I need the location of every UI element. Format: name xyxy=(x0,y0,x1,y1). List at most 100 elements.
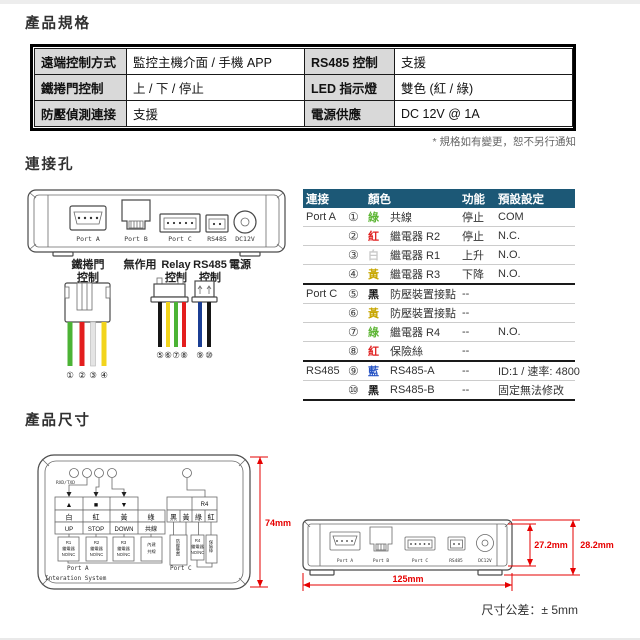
relay-box-text: 繼電器 xyxy=(191,543,204,550)
function-label: 控制 xyxy=(165,270,187,284)
side-port-label-c: Port C xyxy=(412,558,429,564)
action-cell: DOWN xyxy=(115,527,134,533)
relay-box-text: 內建 xyxy=(147,541,156,548)
dim-125mm: 125mm xyxy=(302,573,513,591)
pin-number: ③ xyxy=(89,370,97,380)
wire-color-cell: 黑 xyxy=(170,514,177,522)
dim-27-2mm: 27.2mm xyxy=(508,523,568,567)
tolerance-note: 尺寸公差：± 5mm xyxy=(481,603,578,617)
spec-row: 鐵捲門控制 上 / 下 / 停止 LED 指示燈 雙色 (紅 / 綠) xyxy=(34,74,573,101)
connector-c-wires xyxy=(198,302,211,347)
connector-a-plug xyxy=(64,282,111,323)
port-label-rs485: RS485 xyxy=(207,235,227,243)
function-label: 電源 xyxy=(229,257,251,271)
fuse-box: 保險絲 xyxy=(208,539,214,553)
connector-b-wires xyxy=(158,302,186,347)
conn-row: ⑩ 黑 RS485-B--固定無法修改 xyxy=(303,380,575,400)
side-port-label-dc12v: DC12V xyxy=(478,558,492,564)
pin-number: ① xyxy=(66,370,74,380)
action-cell: UP xyxy=(65,527,73,533)
page-bottom-edge xyxy=(0,638,640,640)
spec-key-cell: RS485 控制 xyxy=(304,48,395,75)
pin-number: ⑧ xyxy=(180,350,188,360)
relay-box-text: 共線 xyxy=(147,548,156,555)
conn-row: ⑧ 紅 保險絲-- xyxy=(303,341,575,361)
connector-a-wires xyxy=(67,321,107,367)
wire-color-cell: 黃 xyxy=(183,513,190,522)
spec-value-cell: 支援 xyxy=(126,100,305,127)
action-cell: 共線 xyxy=(145,525,157,533)
dim-label-125mm: 125mm xyxy=(392,574,423,584)
conn-header-row: 連接 顏色 功能 預設設定 xyxy=(303,189,575,208)
spec-key-cell: LED 指示燈 xyxy=(304,74,395,101)
spec-value-cell: 上 / 下 / 停止 xyxy=(126,74,305,101)
spec-key-cell: 遠端控制方式 xyxy=(34,48,127,75)
side-port-b-icon xyxy=(369,526,393,552)
spec-value-cell: 監控主機介面 / 手機 APP xyxy=(126,48,305,75)
port-c-mini-table: R4 黑 黃 綠 紅 防壓裝置 R4 繼電器 NO/NC 保險絲 Port C xyxy=(166,496,218,572)
action-cell: STOP xyxy=(88,527,104,533)
dim-28-2mm: 28.2mm xyxy=(504,519,614,576)
connector-c-plug xyxy=(191,280,218,303)
relay-box-text: R1 xyxy=(66,540,72,545)
relay-box-text: 繼電器 xyxy=(117,545,130,552)
brand-label: Interation System xyxy=(45,575,107,582)
spec-key-cell: 鐵捲門控制 xyxy=(34,74,127,101)
wire-color-cell: 黃 xyxy=(121,513,128,522)
page-top-edge xyxy=(0,0,640,4)
arrow-down-icon: ▼ xyxy=(121,502,128,509)
port-c-socket-icon xyxy=(159,213,201,233)
spec-row: 遠端控制方式 監控主機介面 / 手機 APP RS485 控制 支援 xyxy=(34,48,573,75)
spec-key-cell: 電源供應 xyxy=(304,100,395,127)
side-rs485-icon xyxy=(447,536,466,551)
port-a-zone-label: Port A xyxy=(67,565,89,572)
spec-value-cell: 雙色 (紅 / 綠) xyxy=(394,74,573,101)
pin-number: ② xyxy=(78,370,86,380)
wire-color-cell: 紅 xyxy=(208,513,215,522)
port-a-mini-table: ▲ ■ ▼ 白 紅 黃 綠 UP STOP DOWN 共線 R1 繼電器 NO/… xyxy=(54,496,166,572)
side-port-label-b: Port B xyxy=(373,558,390,564)
rs485-socket-icon xyxy=(205,214,229,233)
port-label-dc12v: DC12V xyxy=(235,235,255,243)
pin-number: ⑨ xyxy=(196,350,204,360)
wire-color-cell: 綠 xyxy=(195,513,202,522)
relay-box-text: NO/NC xyxy=(62,552,76,557)
pressure-device-box: 防壓裝置 xyxy=(175,538,181,558)
conn-row: ⑥ 黃 防壓裝置接點-- xyxy=(303,303,575,323)
conn-header-conn: 連接 xyxy=(306,193,329,206)
pin-number: ⑤ xyxy=(156,350,164,360)
port-label-b: Port B xyxy=(124,235,148,243)
side-port-c-icon xyxy=(404,536,436,551)
spec-value-cell: DC 12V @ 1A xyxy=(394,100,573,127)
dim-label-74mm: 74mm xyxy=(265,518,291,528)
spec-key-cell: 防壓偵測連接 xyxy=(34,100,127,127)
conn-header-color: 顏色 xyxy=(368,193,391,206)
led-circles xyxy=(69,468,192,478)
section-title-dimensions: 產品尺寸 xyxy=(25,413,91,429)
wire-color-cell: 白 xyxy=(66,513,73,522)
function-label: 控制 xyxy=(77,270,99,284)
pin-number: ⑩ xyxy=(205,350,213,360)
back-panel-diagram: Port A Port B Port C RS485 DC12V 鐵捲門 控制 … xyxy=(27,189,286,380)
spec-row: 防壓偵測連接 支援 電源供應 DC 12V @ 1A xyxy=(34,100,573,127)
side-port-a-icon xyxy=(329,531,361,551)
relay-box-text: R3 xyxy=(121,540,127,545)
function-label: Relay xyxy=(161,259,191,271)
wire-color-cell: 紅 xyxy=(93,513,100,522)
port-a-socket-icon xyxy=(69,205,107,231)
side-port-label-a: Port A xyxy=(337,558,354,564)
rxd-txd-label: RXD/TXD xyxy=(56,480,75,486)
port-label-a: Port A xyxy=(76,235,100,243)
function-label: RS485 xyxy=(193,259,227,271)
function-label: 鐵捲門 xyxy=(72,257,105,271)
spec-value-cell: 支援 xyxy=(394,48,573,75)
r4-cell: R4 xyxy=(201,502,209,508)
arrow-up-icon: ▲ xyxy=(66,502,73,509)
relay-box-text: R2 xyxy=(94,540,100,545)
port-c-zone-label: Port C xyxy=(170,565,192,572)
